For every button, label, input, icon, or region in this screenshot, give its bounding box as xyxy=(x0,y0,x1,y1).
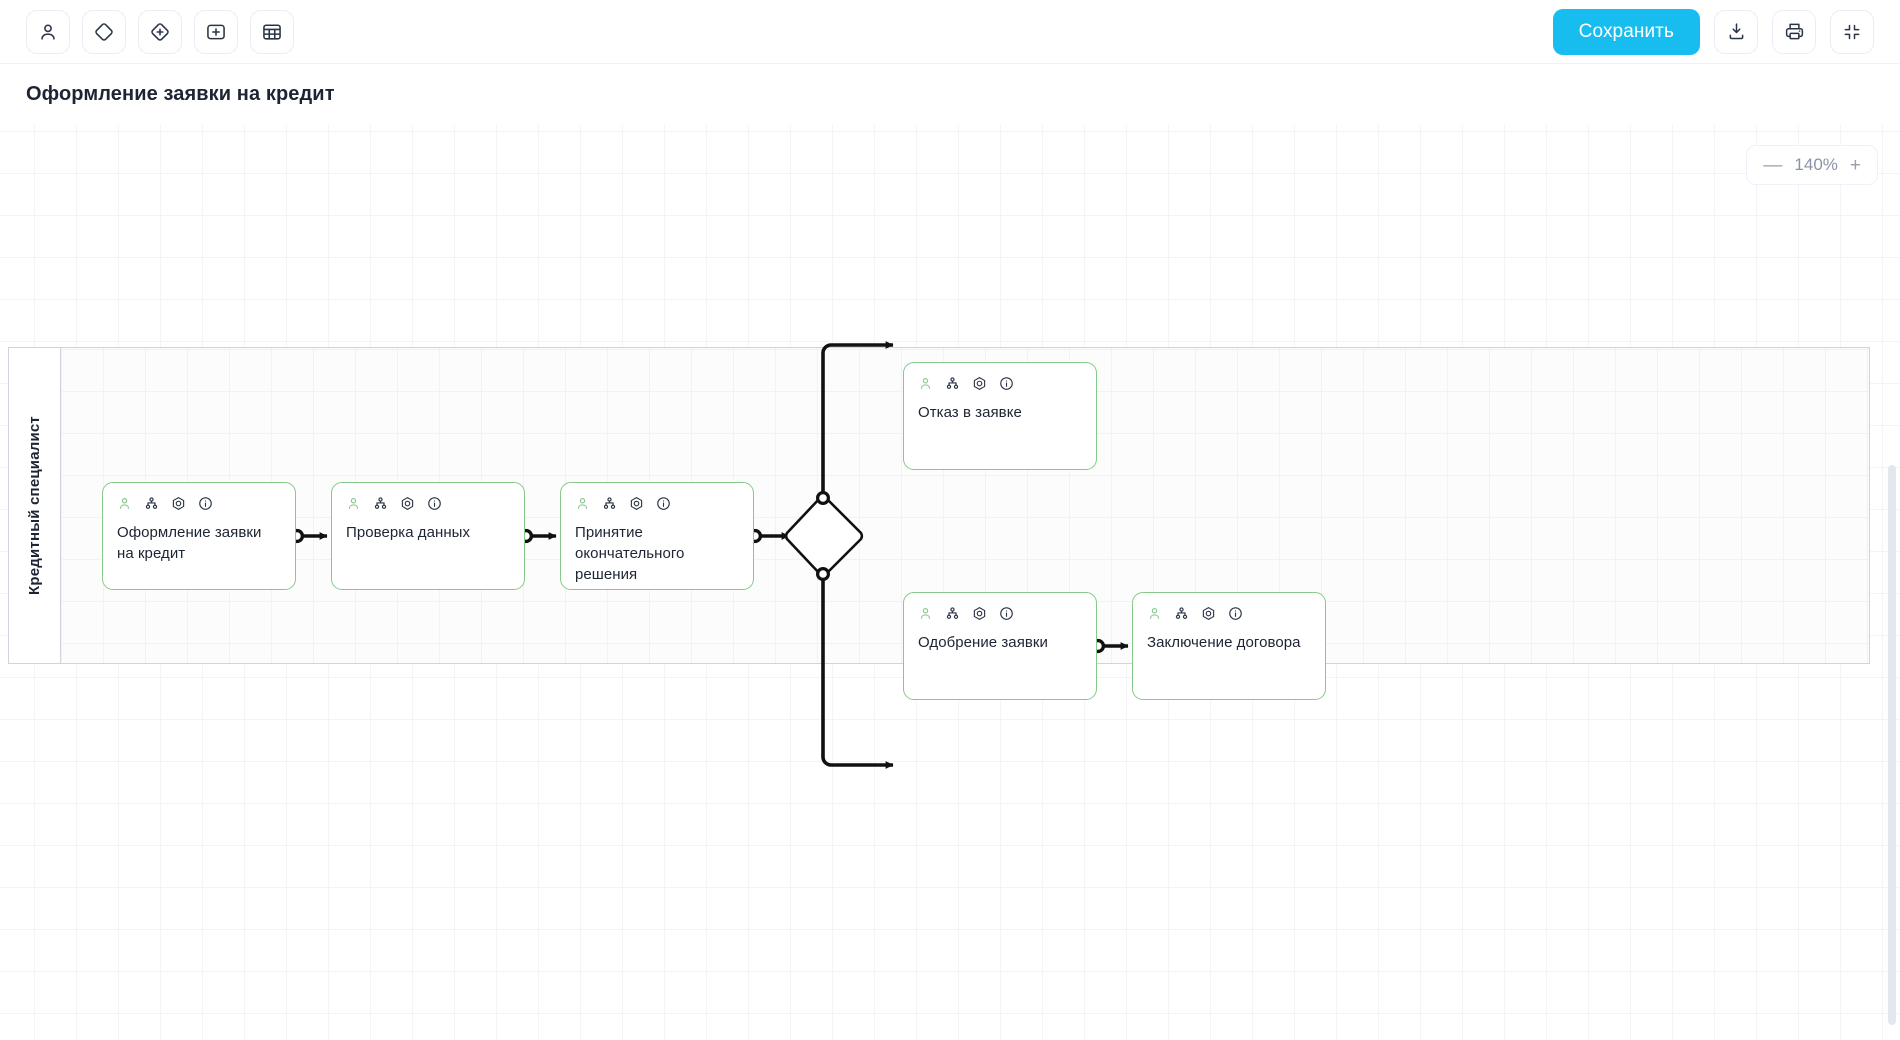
node-label: Проверка данных xyxy=(346,524,471,541)
node-icon-row xyxy=(1147,606,1311,621)
node-icon-row xyxy=(918,606,1082,621)
download-icon xyxy=(1726,21,1747,42)
info-circle-icon[interactable] xyxy=(999,376,1014,391)
fit-screen-button[interactable] xyxy=(1830,9,1874,54)
person-icon[interactable] xyxy=(117,496,132,511)
decision-node[interactable] xyxy=(784,491,864,582)
node-label: Оформление заявки на кредит xyxy=(117,524,262,562)
zoom-out-button[interactable]: — xyxy=(1763,154,1783,176)
vertical-scrollbar[interactable] xyxy=(1888,465,1896,1025)
add-box-button[interactable] xyxy=(194,9,238,54)
node-label: Заключение договора xyxy=(1147,634,1301,651)
hexagon-target-icon[interactable] xyxy=(972,376,987,391)
hexagon-target-icon[interactable] xyxy=(972,606,987,621)
node-label: Принятие окончательного решения xyxy=(575,524,685,583)
collapse-arrows-icon xyxy=(1842,22,1862,42)
diagram-canvas[interactable]: — 140% + Кредитный специалист xyxy=(0,125,1900,1040)
process-node[interactable]: Принятие окончательного решения xyxy=(560,482,754,590)
node-icon-row xyxy=(117,496,281,511)
swimlane-header[interactable]: Кредитный специалист xyxy=(9,348,61,663)
node-icon-row xyxy=(346,496,510,511)
table-icon xyxy=(261,21,283,43)
plus-square-icon xyxy=(205,21,227,43)
process-node[interactable]: Оформление заявки на кредит xyxy=(102,482,296,590)
hexagon-target-icon[interactable] xyxy=(400,496,415,511)
process-node[interactable]: Заключение договора xyxy=(1132,592,1326,700)
edge-n5-n6[interactable] xyxy=(1090,638,1129,654)
diamond-icon xyxy=(93,21,115,43)
decision-port-bottom xyxy=(815,567,830,582)
zoom-level-value: 140% xyxy=(1794,155,1838,174)
title-bar: Оформление заявки на кредит xyxy=(0,64,1900,125)
decision-port-top xyxy=(815,491,830,506)
save-button[interactable]: Сохранить xyxy=(1552,8,1700,55)
info-circle-icon[interactable] xyxy=(1228,606,1243,621)
process-node[interactable]: Проверка данных xyxy=(331,482,525,590)
edge-n3-decision[interactable] xyxy=(747,528,790,544)
table-button[interactable] xyxy=(250,9,294,54)
person-icon[interactable] xyxy=(918,376,933,391)
node-icon-row xyxy=(918,376,1082,391)
person-icon[interactable] xyxy=(918,606,933,621)
person-icon[interactable] xyxy=(1147,606,1162,621)
org-chart-icon[interactable] xyxy=(602,496,617,511)
node-icon-row xyxy=(575,496,739,511)
person-icon xyxy=(37,21,59,43)
info-circle-icon[interactable] xyxy=(427,496,442,511)
diamond-plus-shape-button[interactable] xyxy=(138,9,182,54)
node-label: Одобрение заявки xyxy=(918,634,1048,651)
diamond-shape-button[interactable] xyxy=(82,9,126,54)
info-circle-icon[interactable] xyxy=(198,496,213,511)
info-circle-icon[interactable] xyxy=(999,606,1014,621)
org-chart-icon[interactable] xyxy=(1174,606,1189,621)
hexagon-target-icon[interactable] xyxy=(171,496,186,511)
person-icon[interactable] xyxy=(346,496,361,511)
org-chart-icon[interactable] xyxy=(945,606,960,621)
org-chart-icon[interactable] xyxy=(144,496,159,511)
hexagon-target-icon[interactable] xyxy=(1201,606,1216,621)
page-title: Оформление заявки на кредит xyxy=(26,83,335,105)
print-button[interactable] xyxy=(1772,9,1816,54)
edge-decision-n5[interactable] xyxy=(821,579,894,769)
hexagon-target-icon[interactable] xyxy=(629,496,644,511)
process-node[interactable]: Отказ в заявке xyxy=(903,362,1097,470)
diamond-plus-icon xyxy=(149,21,171,43)
edge-n2-n3[interactable] xyxy=(518,528,557,544)
edge-decision-n4[interactable] xyxy=(821,341,894,493)
download-button[interactable] xyxy=(1714,9,1758,54)
zoom-in-button[interactable]: + xyxy=(1849,154,1861,176)
top-toolbar: Сохранить xyxy=(0,0,1900,64)
org-chart-icon[interactable] xyxy=(945,376,960,391)
node-label: Отказ в заявке xyxy=(918,404,1022,421)
user-shape-button[interactable] xyxy=(26,9,70,54)
info-circle-icon[interactable] xyxy=(656,496,671,511)
print-icon xyxy=(1784,21,1805,42)
edge-n1-n2[interactable] xyxy=(289,528,328,544)
person-icon[interactable] xyxy=(575,496,590,511)
toolbar-left-group xyxy=(26,9,294,54)
zoom-control: — 140% + xyxy=(1746,145,1878,185)
org-chart-icon[interactable] xyxy=(373,496,388,511)
toolbar-right-group: Сохранить xyxy=(1552,8,1874,55)
process-node[interactable]: Одобрение заявки xyxy=(903,592,1097,700)
